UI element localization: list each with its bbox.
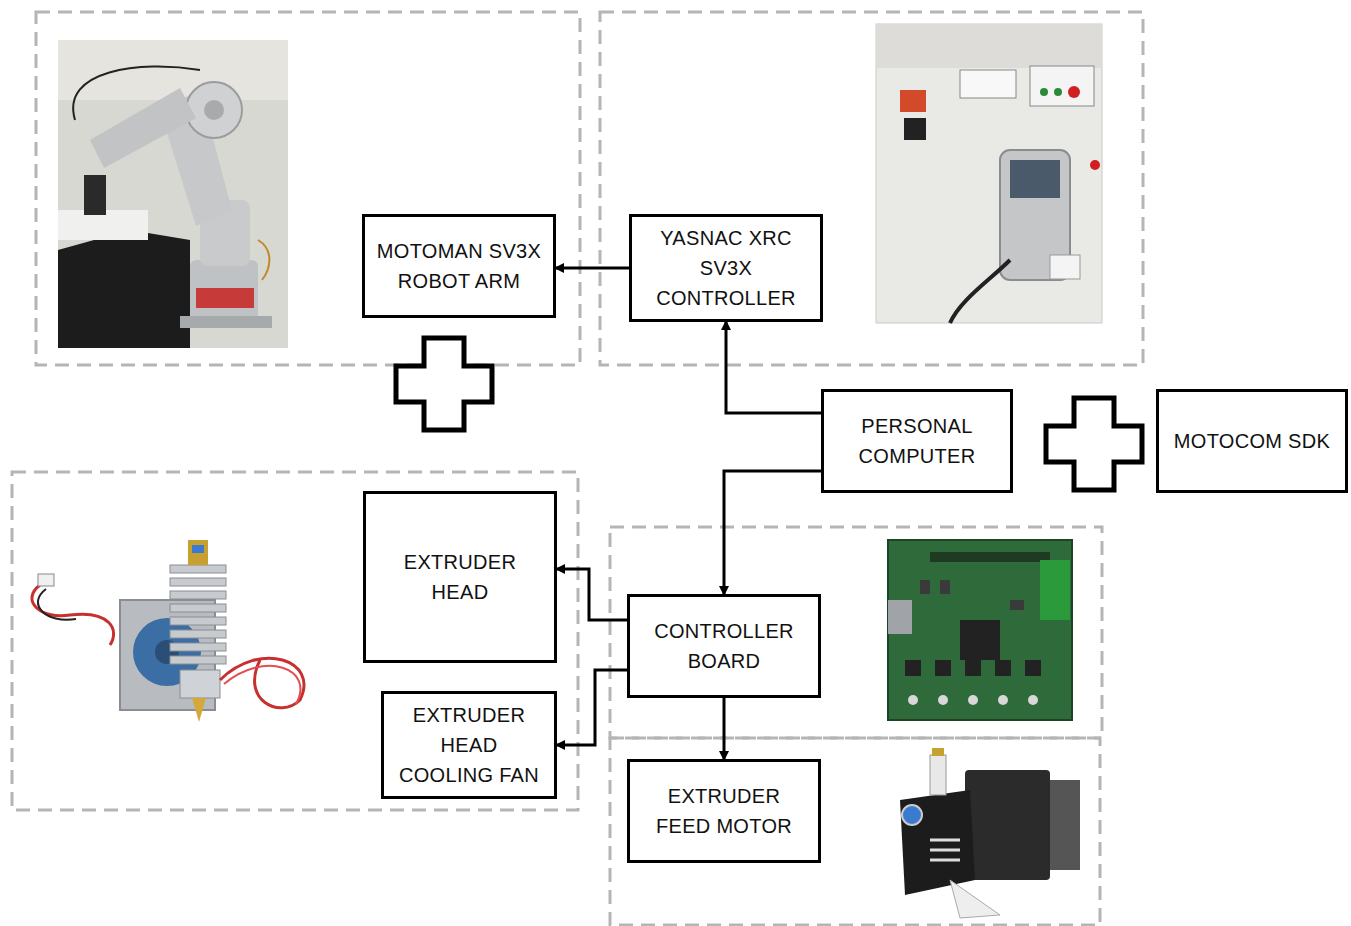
connector-arrow <box>726 322 821 413</box>
group-region <box>600 12 1143 365</box>
robot-controller-box: YASNAC XRC SV3X CONTROLLER <box>629 214 823 322</box>
connector-arrow <box>723 698 726 759</box>
plus-symbol <box>396 338 492 430</box>
extruder-head-box: EXTRUDER HEAD <box>363 491 557 663</box>
controller-cabinet-photo <box>876 24 1102 323</box>
cooling-fan-box: EXTRUDER HEAD COOLING FAN <box>381 691 557 799</box>
box-label: YASNAC XRC SV3X CONTROLLER <box>640 223 812 313</box>
extruder-motor-photo <box>900 748 1080 918</box>
group-region <box>610 738 1100 925</box>
plus-symbol <box>1046 398 1142 490</box>
connector-arrow <box>724 471 821 594</box>
box-label: EXTRUDER FEED MOTOR <box>638 781 810 841</box>
group-region <box>610 527 1102 738</box>
box-label: EXTRUDER HEAD <box>374 547 546 607</box>
box-label: MOTOCOM SDK <box>1174 426 1330 456</box>
robot-arm-photo <box>58 40 288 348</box>
robot-arm-box: MOTOMAN SV3X ROBOT ARM <box>362 214 556 318</box>
controller-board-box: CONTROLLER BOARD <box>627 594 821 698</box>
box-label: EXTRUDER HEAD COOLING FAN <box>392 700 546 790</box>
connector-arrow <box>557 569 627 620</box>
controller-board-photo <box>888 540 1072 720</box>
group-region <box>12 472 578 810</box>
box-label: MOTOMAN SV3X ROBOT ARM <box>373 236 545 296</box>
hotend-photo <box>32 540 304 722</box>
connector-arrow <box>556 267 629 270</box>
group-regions <box>12 12 1143 925</box>
group-region <box>36 12 580 365</box>
box-label: CONTROLLER BOARD <box>638 616 810 676</box>
connector-arrow <box>557 670 627 745</box>
sdk-box: MOTOCOM SDK <box>1156 389 1348 493</box>
computer-box: PERSONAL COMPUTER <box>821 389 1013 493</box>
box-label: PERSONAL COMPUTER <box>832 411 1002 471</box>
feed-motor-box: EXTRUDER FEED MOTOR <box>627 759 821 863</box>
